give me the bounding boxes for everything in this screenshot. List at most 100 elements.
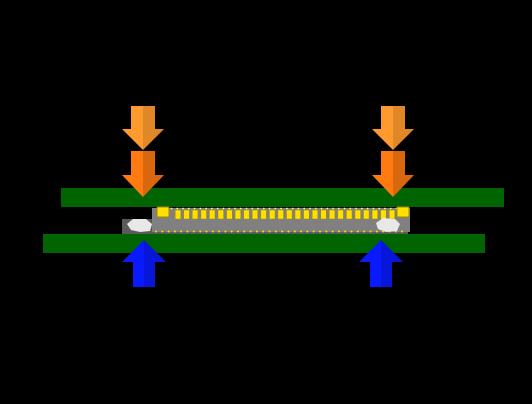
contact-dot: [199, 230, 202, 233]
contact-dot: [255, 230, 258, 233]
contact-dot: [224, 230, 227, 233]
press-arrows-left: [122, 106, 164, 197]
contact-dot: [155, 230, 157, 233]
contact-dot: [326, 207, 329, 210]
contact-dot: [176, 207, 179, 210]
contact-dot: [182, 207, 185, 210]
contact-pin: [277, 209, 284, 220]
contact-pin: [303, 209, 310, 220]
right-latch-blob: [376, 218, 400, 232]
contact-dot: [237, 230, 239, 233]
contact-dot: [332, 207, 334, 210]
contact-dot: [257, 207, 259, 210]
contact-dot: [297, 207, 300, 210]
contact-dot: [193, 207, 196, 210]
contact-dot: [218, 230, 221, 233]
contact-dots-bottom-row: [155, 230, 403, 233]
contact-dot: [173, 230, 176, 233]
contact-dot: [372, 207, 375, 210]
contact-pin: [269, 209, 276, 220]
contact-dot: [401, 230, 403, 233]
contact-dot: [303, 207, 306, 210]
contact-dot: [309, 207, 311, 210]
contact-dot: [287, 230, 290, 233]
contact-pin: [346, 209, 353, 220]
contact-dot: [249, 230, 252, 233]
contact-pin: [388, 209, 396, 220]
contact-dot: [192, 230, 195, 233]
contact-pin: [243, 209, 250, 220]
contact-pin: [320, 209, 327, 220]
contact-pin: [226, 209, 233, 220]
contact-pin: [286, 209, 293, 220]
contact-dot: [268, 207, 271, 210]
contact-dot: [230, 230, 233, 233]
arrow-down-icon: [372, 151, 414, 197]
contact-dot: [350, 230, 353, 233]
contact-pin: [294, 209, 301, 220]
contact-pin: [183, 209, 190, 220]
contact-pin: [380, 209, 387, 220]
contact-dot: [281, 230, 284, 233]
support-arrow-right: [359, 240, 403, 287]
contact-dot: [216, 207, 219, 210]
contact-dot: [314, 207, 317, 210]
contact-dot: [251, 207, 254, 210]
lower-circuit-board: [43, 234, 485, 253]
contact-dot: [325, 230, 328, 233]
contact-pin: [337, 209, 344, 220]
contact-pin: [260, 209, 267, 220]
contact-dot: [384, 207, 386, 210]
contact-dot: [337, 207, 340, 210]
upper-circuit-board: [61, 188, 504, 207]
contact-pin: [192, 209, 199, 220]
left-latch-blob: [127, 219, 152, 232]
board-to-board-connector: [122, 206, 410, 234]
contact-dot: [344, 230, 347, 233]
contact-dot: [349, 207, 352, 210]
contact-dot: [274, 207, 277, 210]
contact-dot: [262, 230, 265, 233]
contact-dot: [369, 230, 372, 233]
right-end-pin: [396, 206, 410, 218]
contact-dot: [186, 230, 189, 233]
contact-dot: [356, 230, 359, 233]
contact-dot: [361, 207, 363, 210]
contact-dot: [245, 207, 248, 210]
contact-dot: [320, 207, 323, 210]
contact-dot: [312, 230, 315, 233]
contact-pin: [209, 209, 216, 220]
contact-pin: [251, 209, 259, 220]
contact-dot: [243, 230, 246, 233]
contact-pin: [329, 209, 336, 220]
contact-dot: [161, 230, 164, 233]
contact-dots-top-row: [159, 207, 409, 210]
arrow-down-icon: [372, 106, 414, 150]
contact-dot: [234, 207, 236, 210]
contact-dot: [222, 207, 225, 210]
contact-dot: [286, 207, 288, 210]
arrow-down-icon: [122, 106, 164, 150]
contact-dot: [205, 230, 208, 233]
contact-dot: [331, 230, 334, 233]
contact-dot: [205, 207, 208, 210]
contact-dot: [343, 207, 346, 210]
contact-pin: [354, 209, 361, 220]
contact-dot: [180, 230, 183, 233]
contact-dot: [363, 230, 366, 233]
contact-dot: [268, 230, 271, 233]
contact-dot: [306, 230, 309, 233]
contact-pin: [200, 209, 207, 220]
contact-dot: [280, 207, 282, 210]
arrow-down-icon: [122, 151, 164, 197]
contact-dot: [293, 230, 296, 233]
contact-dot: [239, 207, 242, 210]
press-arrows-right: [372, 106, 414, 197]
contact-pin: [174, 209, 182, 220]
contact-dot: [187, 207, 190, 210]
contact-dot: [170, 207, 173, 210]
contact-pin: [311, 209, 319, 220]
arrow-up-icon: [122, 240, 166, 287]
